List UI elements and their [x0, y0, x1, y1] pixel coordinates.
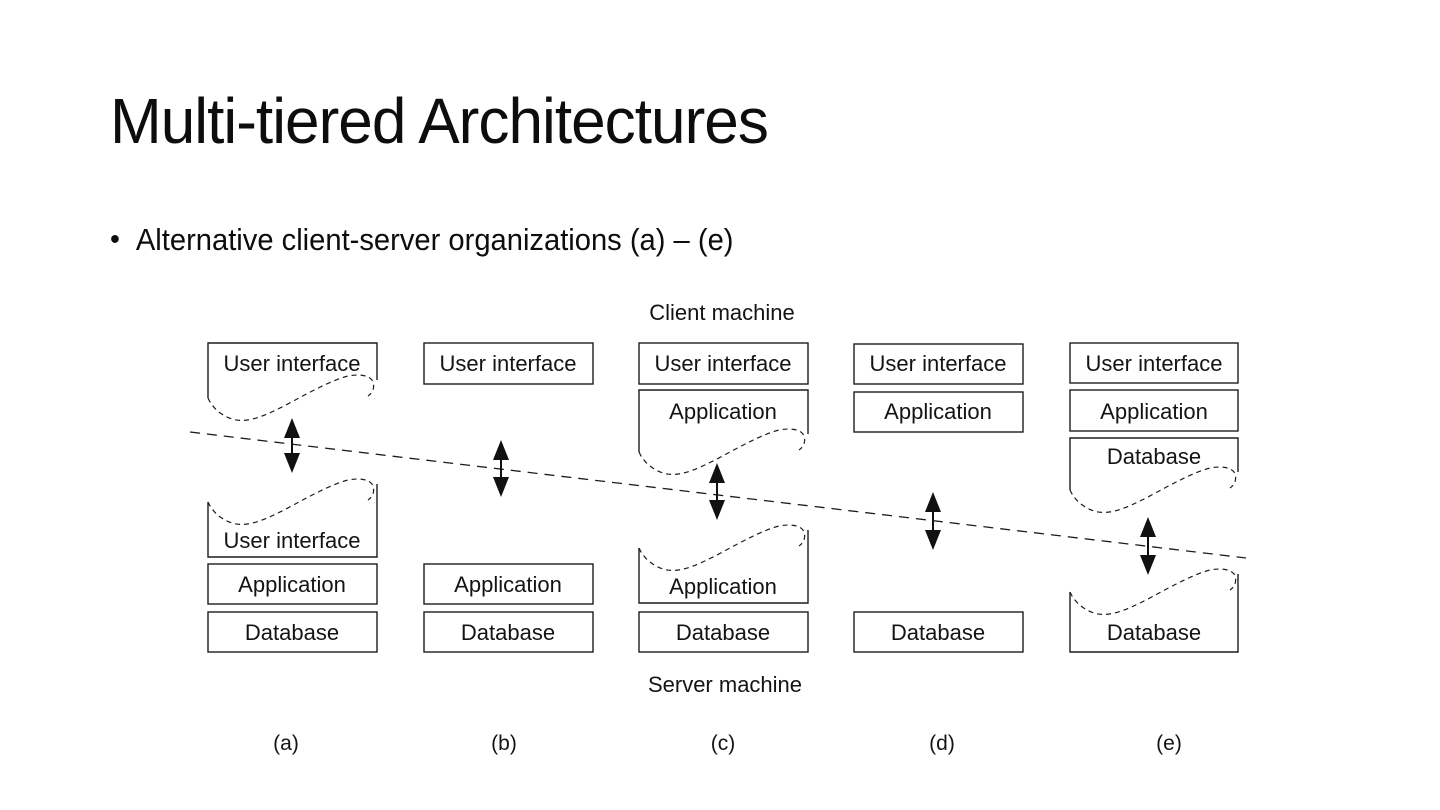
- box-user-interface: [423, 342, 594, 385]
- caption-b: (b): [491, 732, 517, 755]
- box-user-interface-server-partial: [207, 484, 378, 558]
- box-database: [207, 611, 378, 653]
- box-application: [853, 391, 1024, 433]
- box-database-server-partial: [1069, 574, 1239, 653]
- box-label-database: Database: [891, 620, 985, 645]
- torn-edge: [638, 524, 806, 572]
- bullet-item: • Alternative client-server organization…: [110, 221, 733, 259]
- caption-a: (a): [273, 732, 299, 755]
- box-database: [853, 611, 1024, 653]
- torn-edge: [207, 374, 375, 422]
- box-database: [638, 611, 809, 653]
- box-label-user-interface: User interface: [440, 351, 577, 376]
- box-database-client-partial: [1069, 437, 1239, 490]
- box-label-application: Application: [1100, 399, 1208, 424]
- box-label-application: Application: [884, 399, 992, 424]
- torn-edge: [207, 478, 375, 526]
- organization-e: User interface Application Database Data…: [1069, 342, 1239, 653]
- box-label-user-interface: User interface: [1086, 351, 1223, 376]
- client-machine-label: Client machine: [649, 300, 795, 325]
- box-application-client-partial: [638, 389, 809, 452]
- box-label-user-interface: User interface: [224, 528, 361, 553]
- slide-title: Multi-tiered Architectures: [110, 85, 769, 157]
- torn-edge: [638, 428, 806, 476]
- bidirectional-arrow-icon: [709, 463, 725, 520]
- box-user-interface-client-partial: [207, 342, 378, 398]
- bidirectional-arrow-icon: [1140, 517, 1156, 575]
- box-application: [1069, 389, 1239, 432]
- box-label-application: Application: [238, 572, 346, 597]
- box-label-database: Database: [1107, 444, 1201, 469]
- box-label-application: Application: [669, 399, 777, 424]
- box-label-user-interface: User interface: [870, 351, 1007, 376]
- box-label-application: Application: [454, 572, 562, 597]
- box-label-database: Database: [1107, 620, 1201, 645]
- caption-c: (c): [711, 732, 736, 755]
- box-label-user-interface: User interface: [224, 351, 361, 376]
- organization-a: User interface User interface Applicatio…: [207, 342, 378, 653]
- box-user-interface: [638, 342, 809, 385]
- box-label-database: Database: [245, 620, 339, 645]
- torn-edge: [1069, 466, 1237, 514]
- box-database: [423, 611, 594, 653]
- organization-d: User interface Application Database: [853, 343, 1024, 653]
- box-user-interface: [1069, 342, 1239, 384]
- box-label-database: Database: [461, 620, 555, 645]
- box-application-server-partial: [638, 530, 809, 604]
- bidirectional-arrow-icon: [284, 418, 300, 473]
- caption-d: (d): [929, 732, 955, 755]
- box-application: [207, 563, 378, 605]
- server-machine-label: Server machine: [648, 672, 802, 697]
- organization-c: User interface Application Application D…: [638, 342, 809, 653]
- box-label-database: Database: [676, 620, 770, 645]
- bullet-icon: •: [110, 223, 120, 256]
- bidirectional-arrow-icon: [925, 492, 941, 550]
- bullet-text: Alternative client-server organizations …: [135, 222, 734, 257]
- bidirectional-arrow-icon: [493, 440, 509, 497]
- box-label-user-interface: User interface: [655, 351, 792, 376]
- box-application: [423, 563, 594, 605]
- organization-b: User interface Application Database: [423, 342, 594, 653]
- caption-e: (e): [1156, 732, 1182, 755]
- box-label-application: Application: [669, 574, 777, 599]
- box-user-interface: [853, 343, 1024, 385]
- torn-edge: [1069, 568, 1237, 616]
